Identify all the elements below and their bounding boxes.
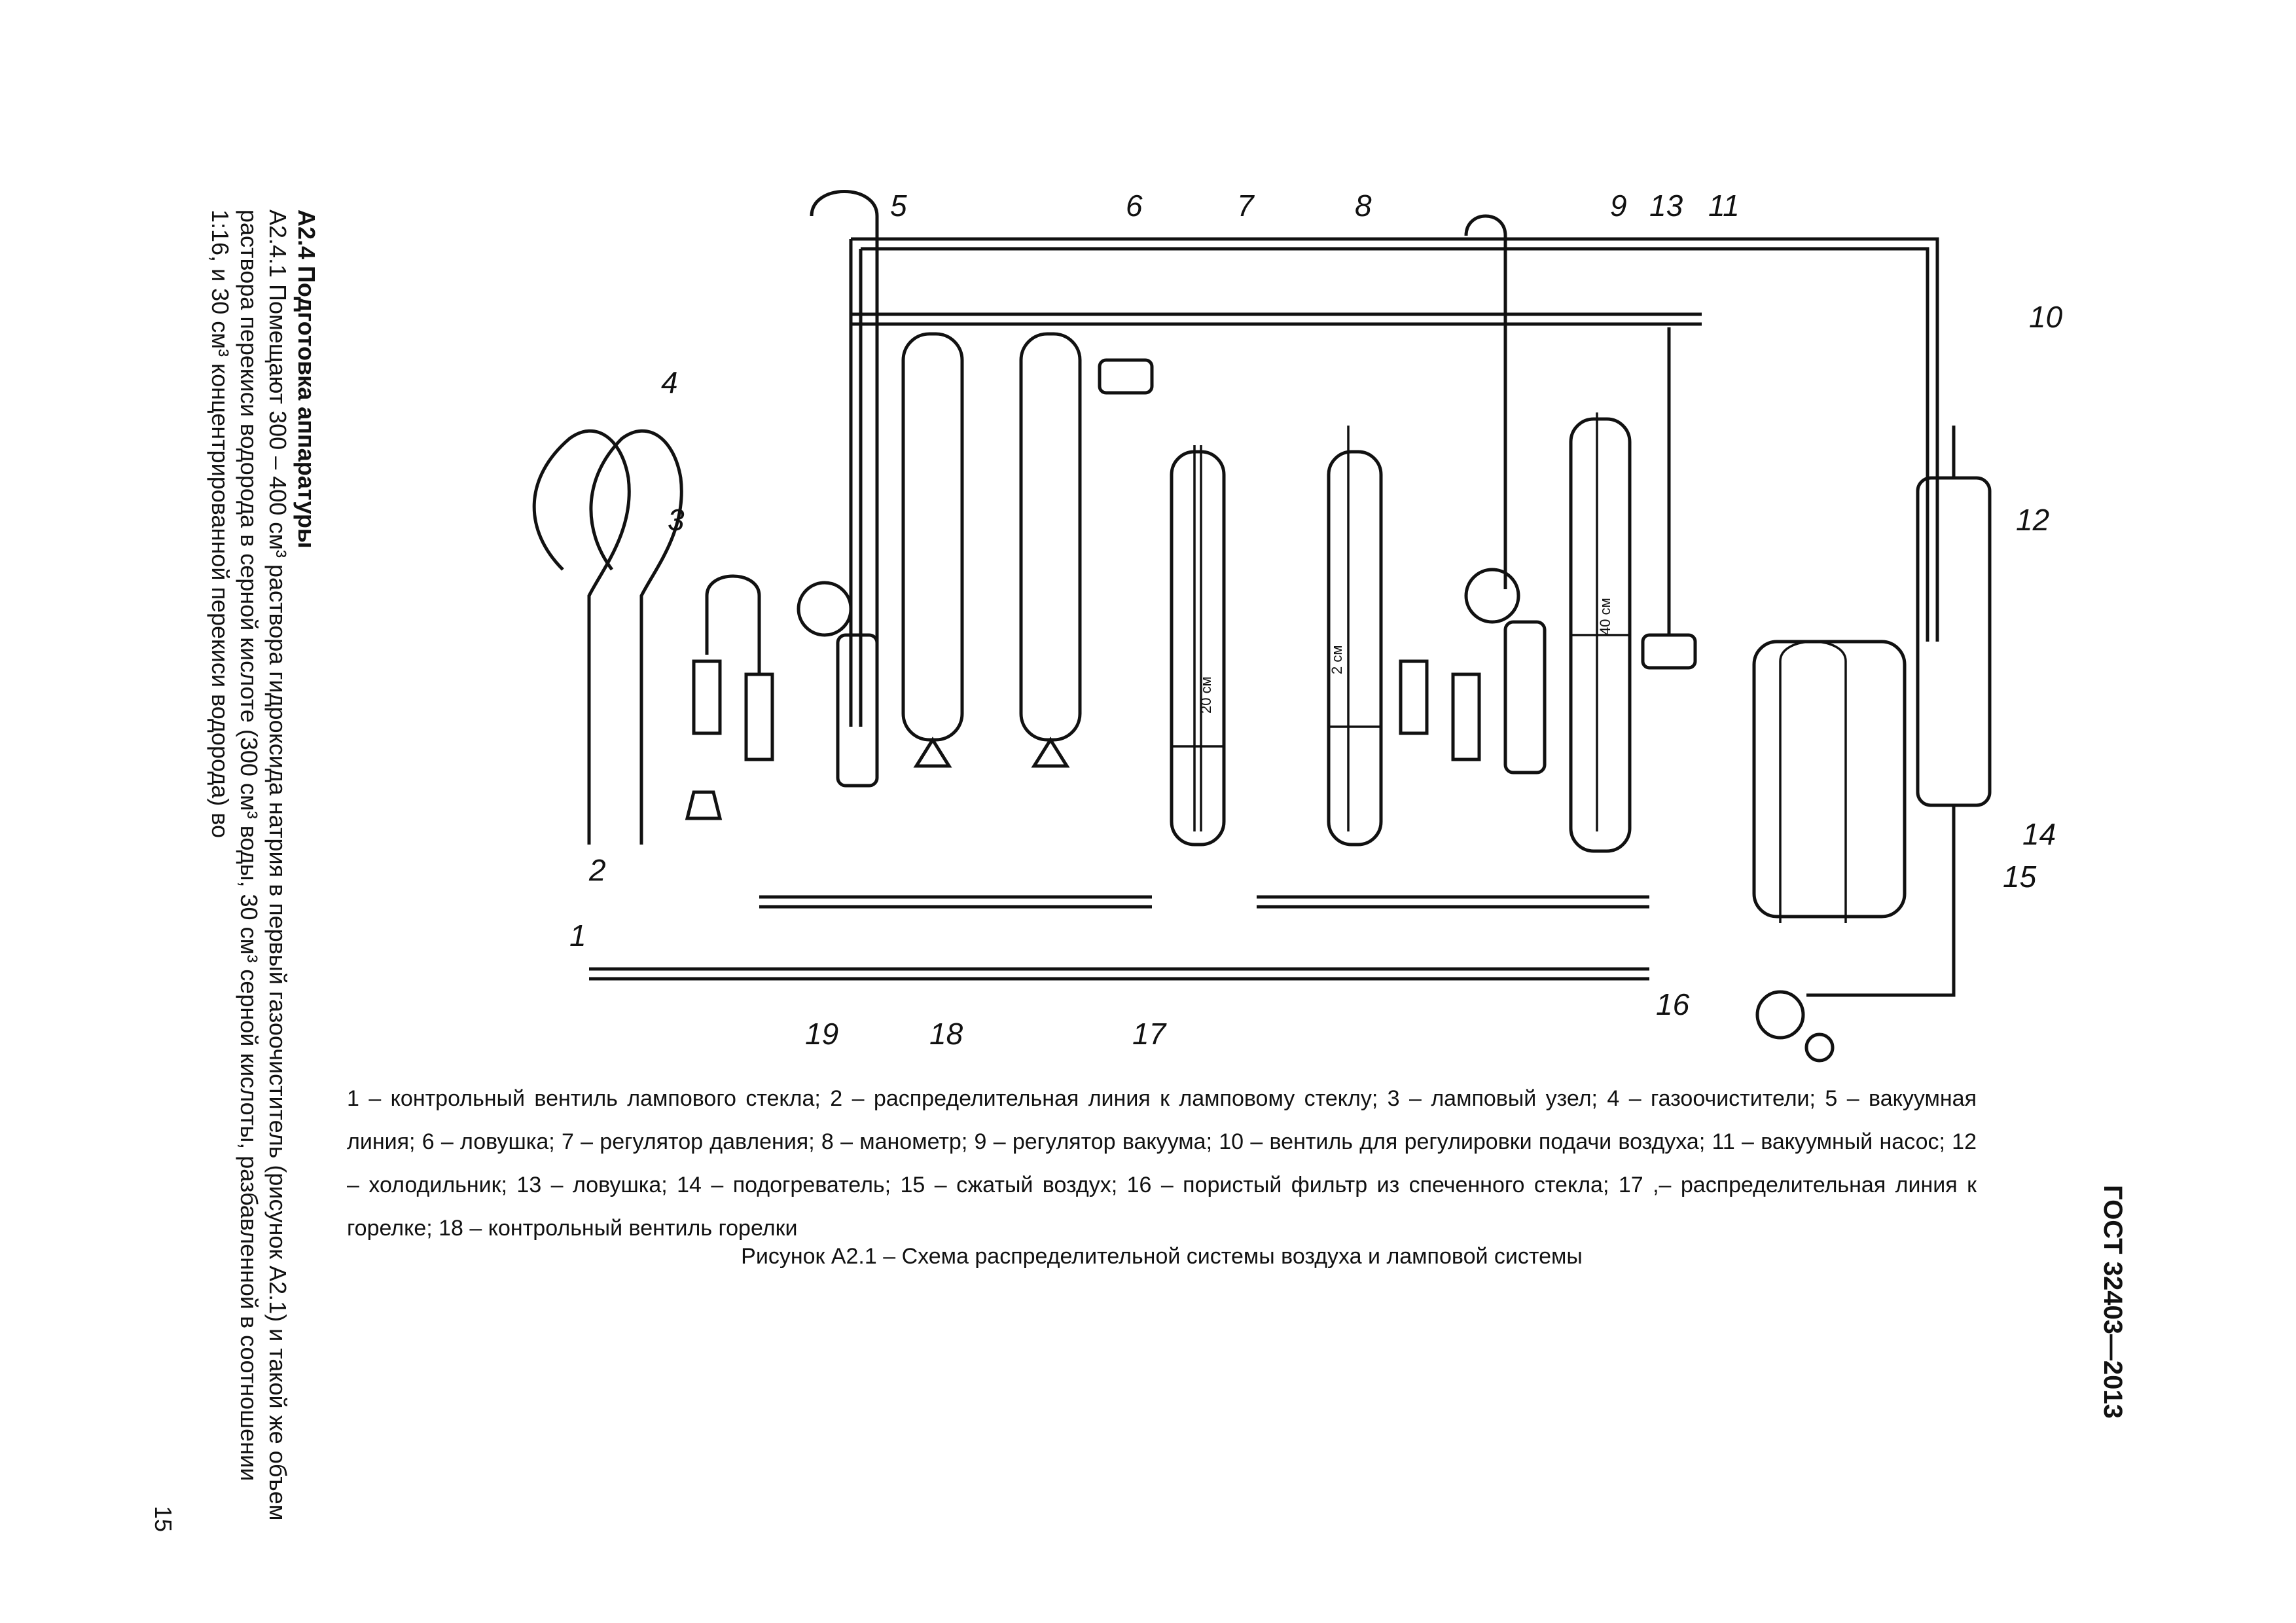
gas-pipe-hook (810, 190, 879, 746)
pipe-line-lower-right (1257, 895, 1649, 909)
section-paragraph: А2.4.1 Помещают 300 – 400 см³ раствора г… (207, 210, 291, 1521)
label-7: 7 (1237, 189, 1255, 223)
figure-legend: 1 – контрольный вентиль лампового стекла… (347, 1086, 1977, 1241)
gas-bottle-left (836, 633, 879, 788)
trap-13 (1641, 633, 1697, 670)
label-18: 18 (929, 1017, 963, 1051)
label-1: 1 (569, 919, 586, 953)
purifier-2-base (1031, 737, 1070, 768)
pipe-line-lower (759, 895, 1152, 909)
label-6: 6 (1126, 189, 1143, 223)
filter-gauge (1804, 1032, 1835, 1063)
apparatus-diagram: 20 см 2 см 40 см 1 2 3 4 (497, 137, 2063, 1067)
heater-coil (1779, 640, 1847, 923)
trap-6 (1098, 358, 1154, 395)
pipe-line-18 (589, 967, 1649, 981)
label-2: 2 (588, 853, 606, 887)
lamp-loop-left (705, 574, 761, 674)
label-15: 15 (2003, 860, 2037, 894)
diagram-svg: 20 см 2 см 40 см 1 2 3 4 (532, 189, 2063, 1063)
top-loop-line (851, 237, 1939, 642)
label-10: 10 (2029, 300, 2063, 334)
gas-bottle-right (1503, 620, 1547, 775)
manometer-8 (1327, 450, 1383, 847)
label-19: 19 (805, 1017, 838, 1051)
gas-purifier-2 (1019, 332, 1082, 742)
label-12: 12 (2016, 503, 2049, 537)
page-number: 15 (150, 1505, 177, 1532)
label-14: 14 (2022, 817, 2056, 851)
gas-bulb-left (797, 581, 853, 637)
label-11: 11 (1708, 189, 1740, 223)
left-bulb-2 (589, 429, 683, 845)
left-riser (849, 239, 863, 727)
standard-header: ГОСТ 32403—2013 (2098, 1185, 2127, 1419)
section-heading: А2.4 Подготовка аппаратуры (293, 210, 320, 549)
label-5: 5 (890, 189, 907, 223)
label-4: 4 (661, 365, 678, 399)
label-8: 8 (1355, 189, 1372, 223)
section-text-rotated: А2.4 Подготовка аппаратуры А2.4.1 Помеща… (150, 210, 321, 1532)
tick-2cm: 2 см (1329, 646, 1345, 674)
label-17: 17 (1132, 1017, 1167, 1051)
lamp-body-right (1399, 659, 1429, 735)
left-bulb-1 (532, 429, 631, 845)
purifier-1-base (913, 737, 952, 768)
gas-pipe-hook-right (1464, 214, 1507, 589)
filter-16 (1755, 990, 1805, 1040)
lamp-body-left (692, 659, 722, 735)
vacuum-line-5 (851, 312, 1702, 326)
label-3: 3 (668, 503, 685, 537)
label-16: 16 (1656, 987, 1690, 1021)
tick-20cm: 20 см (1198, 676, 1214, 714)
lamp-funnel-left (685, 790, 723, 820)
cooler-pipes (1806, 426, 1956, 997)
label-13: 13 (1649, 189, 1683, 223)
tick-40cm: 40 см (1597, 598, 1613, 635)
heater-14 (1752, 640, 1907, 919)
lamp-tube-right (1451, 672, 1481, 761)
pressure-regulator-7 (1170, 450, 1226, 847)
label-9: 9 (1610, 189, 1627, 223)
lamp-tube-left (744, 672, 774, 761)
gas-bulb-right (1464, 568, 1520, 624)
gas-purifier-1 (901, 332, 964, 742)
regulator-inner-tube (1193, 445, 1202, 831)
figure-caption: Рисунок А2.1 – Схема распределительной с… (741, 1244, 1583, 1269)
